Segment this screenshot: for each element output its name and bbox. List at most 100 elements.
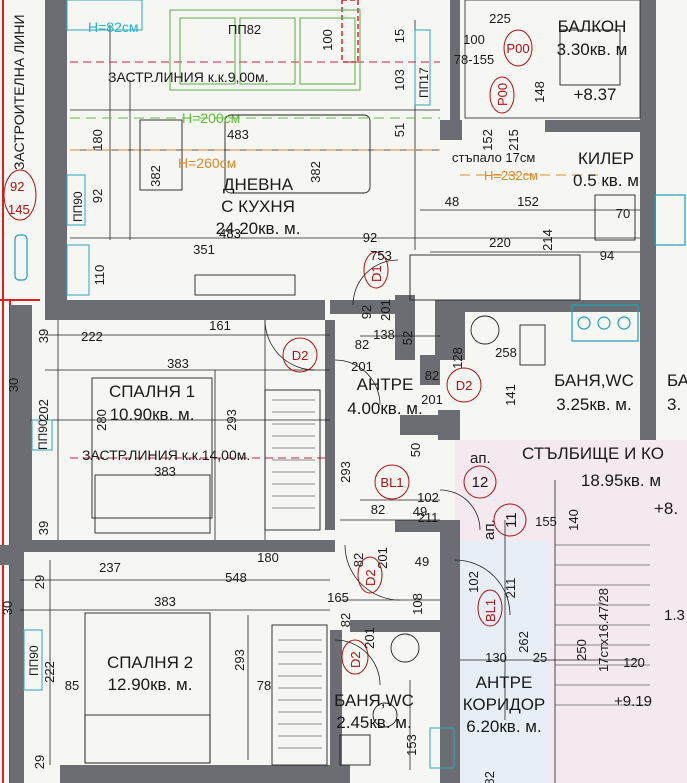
h200-label: H=200см [182,110,240,126]
dimension-103: 103 [392,69,407,91]
dimension-140: 140 [566,509,581,531]
right-bath-name: БА [667,371,687,390]
step-label: стъпало 17см [452,150,535,165]
door-tag-bl1-a: BL1 [380,475,403,490]
red-marker-100 [341,0,359,63]
living-name-2: С КУХНЯ [221,197,295,216]
walls [0,0,656,783]
hall-area: 4.00кв. м. [347,399,422,418]
dimension-258: 258 [495,345,517,360]
storage-name: КИЛЕР [578,149,634,168]
dimension-201d: 201 [375,547,390,569]
dimension-222b: 222 [42,661,57,683]
dimension-382a: 382 [148,165,163,187]
dimension-293c: 293 [232,649,247,671]
living-name: ДНЕВНА [223,175,294,194]
door-tag-circles [3,29,533,675]
dimension-180: 180 [90,129,105,151]
dimension-222a: 222 [81,329,103,344]
living-area: 24.20кв. м. [216,219,301,238]
dimension-108: 108 [410,593,425,615]
door-tag-d2-c: D2 [363,569,378,586]
h260-label: H=260см [178,155,236,171]
dimension-30a: 30 [6,378,21,392]
apt11-prefix: ап. [481,519,498,540]
dimension-102: 102 [417,490,439,505]
door-tag-d2-d: D2 [348,651,363,668]
dimension-201e: 201 [362,627,377,649]
apt11-number: 11 [503,512,520,528]
dimension-215: 215 [506,129,521,151]
dimension-120: 120 [623,655,645,670]
bath2-area: 2.45кв. м. [336,713,411,732]
dimension-92b: 92 [363,230,377,245]
dimension-262: 262 [516,631,531,653]
corridor-name: АНТРЕ [476,673,533,692]
build-line-vertical-label: ЗАСТРОИТЕЛНА ЛИНИ [11,14,27,170]
dimension-128: 128 [450,347,465,369]
dimension-52: 52 [400,331,415,345]
dimension-100red: 100 [320,29,335,51]
dimension-201b: 201 [351,359,373,374]
dimension-293a: 293 [224,409,239,431]
dimension-211b: 211 [503,578,518,599]
dimension-483a: 483 [227,127,249,142]
dimension-202: 202 [36,399,51,421]
fixture-icons [14,194,686,342]
dimension-382b: 382 [308,161,323,183]
door-tag-p00-b: P00 [495,83,510,106]
dimension-141: 141 [503,384,518,406]
dimension-148: 148 [532,81,547,103]
bath1-area: 3.25кв. м. [556,395,631,414]
dimension-753: 753 [370,248,392,263]
wardrobe-hatch [272,399,322,749]
dimension-548: 548 [225,570,247,585]
dimension-29a: 29 [32,575,47,589]
right-bath-area: 3. [667,395,681,414]
stair-area: 18.95кв. м [581,471,661,490]
dimension-50: 50 [408,443,423,457]
balcony-outline [464,0,641,119]
dimension-82a: 82 [355,337,369,352]
window-tag-pp17: ПП17 [417,67,431,98]
dimension-220: 220 [489,235,511,250]
build-line-markers [23,0,455,769]
dim-145-left: 145 [8,202,30,217]
stair-treads [555,544,650,706]
dimension-78: 78-155 [454,52,494,67]
furniture [84,29,636,766]
dimension-25: 25 [533,650,547,665]
dimension-153: 153 [404,734,419,756]
dimension-29b: 29 [32,755,47,769]
dimension-214: 214 [540,229,555,251]
bedroom2-area: 12.90кв. м. [108,675,193,694]
dimension-49b: 49 [415,554,429,569]
stair-level: +8. [654,499,678,518]
dimension-383b: 383 [154,464,176,479]
stair-name: СТЪЛБИЩЕ И КО [522,444,664,463]
door-tag-d2-a: D2 [292,348,309,363]
stair-spec: 17стx16.47/28 [596,588,611,672]
dimension-39b: 39 [36,521,51,535]
corridor-fill [455,540,550,783]
dimension-48: 48 [445,194,459,209]
bedroom2-name: СПАЛНЯ 2 [107,653,193,672]
dimension-110: 110 [92,265,107,286]
dimension-82e: 82 [338,613,353,627]
h232-label: H=232см [484,168,538,183]
balcony-area: 3.30кв. м [557,40,628,59]
dimension-82d: 82 [351,553,366,567]
furniture-green [169,9,361,91]
dimension-383c: 383 [154,594,176,609]
bath2-name: БАНЯ,WC [334,691,414,710]
dimension-237: 237 [99,560,121,575]
dimension-78b: 78 [257,678,271,693]
corridor-name-2: КОРИДОР [463,695,546,714]
dimension-180b: 180 [257,550,279,565]
window-tag-pp90-b: ПП90 [36,419,50,450]
dimension-39a: 39 [36,329,51,343]
door-arcs [264,259,511,686]
dimension-161: 161 [209,318,231,333]
window-tag-pp90-c: ПП90 [27,645,41,676]
dimension-483b: 483 [219,226,241,241]
